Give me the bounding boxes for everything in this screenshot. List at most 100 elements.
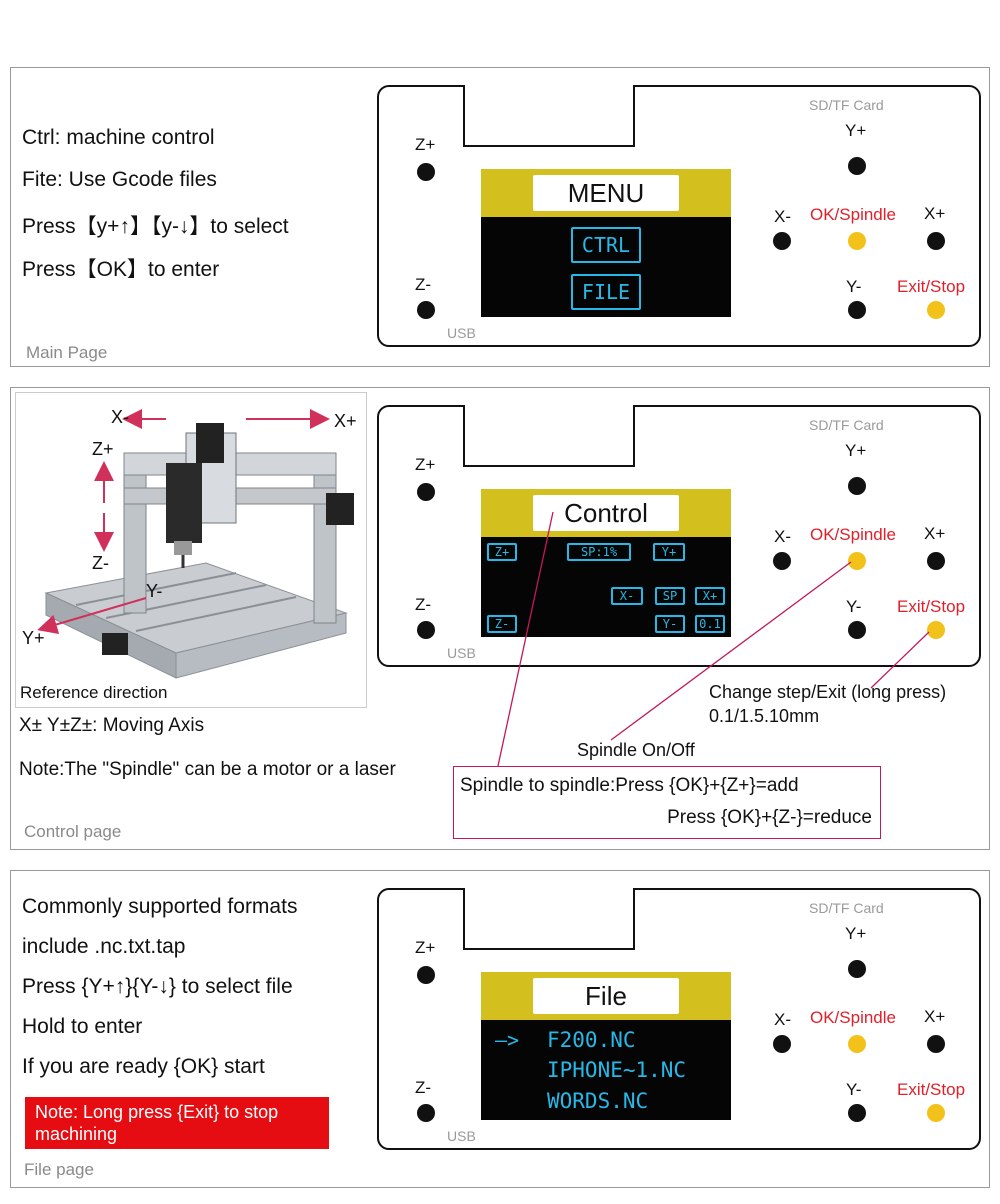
ok-spindle-button[interactable] bbox=[848, 232, 866, 250]
exit-stop-button[interactable] bbox=[927, 301, 945, 319]
y-plus-label: Y+ bbox=[845, 924, 867, 943]
lcd-x-plus-button[interactable]: X+ bbox=[695, 587, 725, 605]
exit-stop-label: Exit/Stop bbox=[897, 597, 966, 616]
z-plus-button[interactable] bbox=[417, 483, 435, 501]
axis-z-minus-label: Z- bbox=[92, 553, 109, 573]
menu-file-button[interactable]: FILE bbox=[571, 274, 641, 310]
z-minus-label: Z- bbox=[415, 1078, 432, 1097]
axis-x-plus-label: X+ bbox=[334, 411, 357, 431]
lcd-step-button[interactable]: 0.1 bbox=[695, 615, 725, 633]
spindle-add-text: Spindle to spindle:Press {OK}+{Z+}=add bbox=[460, 775, 799, 796]
z-minus-button[interactable] bbox=[417, 1104, 435, 1122]
sd-card-slot bbox=[463, 85, 635, 147]
ok-spindle-label: OK/Spindle bbox=[810, 205, 896, 224]
x-plus-label: X+ bbox=[924, 524, 946, 543]
y-plus-button[interactable] bbox=[848, 960, 866, 978]
y-minus-label: Y- bbox=[846, 277, 862, 296]
lcd-screen: File —> F200.NC IPHONE~1.NC WORDS.NC bbox=[481, 972, 731, 1120]
x-plus-button[interactable] bbox=[927, 232, 945, 250]
y-plus-label: Y+ bbox=[845, 121, 867, 140]
main-page-label: Main Page bbox=[26, 343, 108, 362]
sd-card-slot bbox=[463, 888, 635, 950]
control-page-label: Control page bbox=[24, 822, 122, 841]
x-minus-button[interactable] bbox=[773, 552, 791, 570]
file-page-section: Commonly supported formats include .nc.t… bbox=[10, 870, 990, 1188]
menu-ctrl-button[interactable]: CTRL bbox=[571, 227, 641, 263]
y-minus-button[interactable] bbox=[848, 621, 866, 639]
file-line-5: If you are ready {OK} start bbox=[22, 1055, 265, 1078]
z-minus-button[interactable] bbox=[417, 301, 435, 319]
selection-arrow-icon: —> bbox=[495, 1028, 520, 1052]
lcd-x-minus-button[interactable]: X- bbox=[611, 587, 643, 605]
lcd-y-minus-button[interactable]: Y- bbox=[655, 615, 685, 633]
sd-card-label: SD/TF Card bbox=[809, 417, 884, 433]
x-plus-button[interactable] bbox=[927, 1035, 945, 1053]
controller-panel: SD/TF Card USB Z+ Z- Y+ X- OK/Spindle X+… bbox=[377, 888, 981, 1150]
control-page-section: X- X+ Z+ Z- Y- Y+ Reference direction X±… bbox=[10, 387, 990, 850]
x-minus-button[interactable] bbox=[773, 232, 791, 250]
main-line-2: Fite: Use Gcode files bbox=[22, 168, 217, 191]
lcd-z-plus-button[interactable]: Z+ bbox=[487, 543, 517, 561]
controller-panel: SD/TF Card USB Z+ Z- Y+ X- OK/Spindle X+… bbox=[377, 85, 981, 347]
file-item-iphone[interactable]: IPHONE~1.NC bbox=[547, 1058, 687, 1082]
lcd-screen: MENU CTRL FILE bbox=[481, 169, 731, 317]
file-line-3: Press {Y+↑}{Y-↓} to select file bbox=[22, 975, 293, 998]
stop-note-box: Note: Long press {Exit} to stop machinin… bbox=[25, 1097, 329, 1149]
photo-caption: Reference direction bbox=[20, 683, 168, 702]
x-minus-button[interactable] bbox=[773, 1035, 791, 1053]
z-minus-label: Z- bbox=[415, 275, 432, 294]
x-plus-label: X+ bbox=[924, 204, 946, 223]
cnc-machine-illustration bbox=[37, 409, 354, 679]
axis-y-plus-label: Y+ bbox=[22, 628, 45, 648]
step-annotation: Change step/Exit (long press) bbox=[709, 682, 947, 702]
spindle-reduce-text: Press {OK}+{Z-}=reduce bbox=[667, 807, 872, 828]
file-line-4: Hold to enter bbox=[22, 1015, 143, 1038]
x-plus-button[interactable] bbox=[927, 552, 945, 570]
z-plus-button[interactable] bbox=[417, 966, 435, 984]
ok-spindle-button[interactable] bbox=[848, 552, 866, 570]
file-line-2: include .nc.txt.tap bbox=[22, 935, 186, 958]
lcd-sp-button[interactable]: SP bbox=[655, 587, 685, 605]
ok-spindle-label: OK/Spindle bbox=[810, 525, 896, 544]
x-plus-label: X+ bbox=[924, 1007, 946, 1026]
axis-z-plus-label: Z+ bbox=[92, 439, 114, 459]
spindle-speed-box: Spindle to spindle:Press {OK}+{Z+}=add P… bbox=[453, 766, 881, 839]
z-plus-button[interactable] bbox=[417, 163, 435, 181]
z-minus-label: Z- bbox=[415, 595, 432, 614]
x-minus-label: X- bbox=[774, 1010, 791, 1029]
main-page-section: Ctrl: machine control Fite: Use Gcode fi… bbox=[10, 67, 990, 367]
lcd-title: MENU bbox=[533, 175, 679, 211]
sd-card-slot bbox=[463, 405, 635, 467]
y-plus-button[interactable] bbox=[848, 157, 866, 175]
exit-stop-button[interactable] bbox=[927, 621, 945, 639]
exit-stop-button[interactable] bbox=[927, 1104, 945, 1122]
file-line-1: Commonly supported formats bbox=[22, 895, 298, 918]
moving-axis-text: X± Y±Z±: Moving Axis bbox=[19, 715, 205, 736]
z-plus-label: Z+ bbox=[415, 938, 436, 957]
stop-note-line-2: machining bbox=[35, 1124, 118, 1144]
y-minus-label: Y- bbox=[846, 597, 862, 616]
y-minus-button[interactable] bbox=[848, 1104, 866, 1122]
controller-panel: SD/TF Card USB Z+ Z- Y+ X- OK/Spindle X+… bbox=[377, 405, 981, 667]
annotation-lines bbox=[497, 511, 930, 767]
lcd-title: Control bbox=[533, 495, 679, 531]
lcd-y-plus-button[interactable]: Y+ bbox=[653, 543, 685, 561]
y-plus-button[interactable] bbox=[848, 477, 866, 495]
spindle-annotation: Spindle On/Off bbox=[577, 740, 695, 760]
file-item-f200[interactable]: F200.NC bbox=[547, 1028, 636, 1052]
y-minus-button[interactable] bbox=[848, 301, 866, 319]
machine-photo: X- X+ Z+ Z- Y- Y+ Reference direction bbox=[15, 392, 367, 708]
lcd-z-minus-button[interactable]: Z- bbox=[487, 615, 517, 633]
y-plus-label: Y+ bbox=[845, 441, 867, 460]
z-plus-label: Z+ bbox=[415, 455, 436, 474]
exit-stop-label: Exit/Stop bbox=[897, 277, 966, 296]
axis-y-label: Y- bbox=[146, 581, 163, 601]
usb-label: USB bbox=[447, 645, 476, 661]
ok-spindle-button[interactable] bbox=[848, 1035, 866, 1053]
file-item-words[interactable]: WORDS.NC bbox=[547, 1089, 649, 1113]
sd-card-label: SD/TF Card bbox=[809, 97, 884, 113]
lcd-speed-button[interactable]: SP:1% bbox=[567, 543, 631, 561]
z-minus-button[interactable] bbox=[417, 621, 435, 639]
usb-label: USB bbox=[447, 1128, 476, 1144]
lcd-title: File bbox=[533, 978, 679, 1014]
